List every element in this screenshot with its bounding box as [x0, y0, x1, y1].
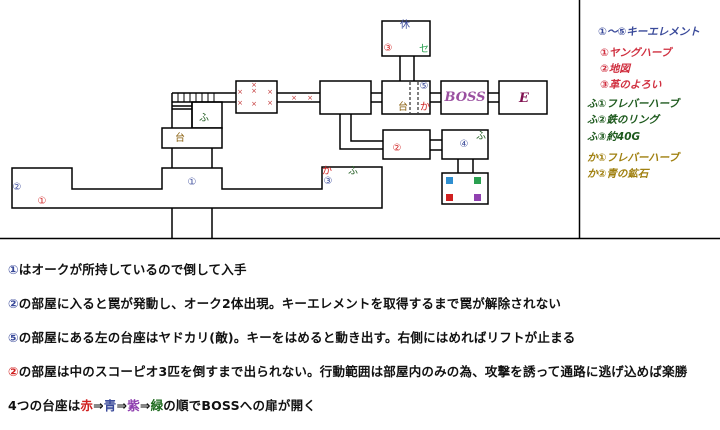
- rest-room: [381, 20, 431, 57]
- note-line: ⑤の部屋にある左の台座はヤドカリ(敵)。キーをはめると動き出す。右側にはめればリ…: [8, 327, 575, 346]
- pedestal-green: [474, 177, 481, 184]
- exit-label: E: [519, 91, 529, 106]
- stairs-icon: [177, 93, 215, 102]
- note-segment: ⇒: [93, 398, 104, 413]
- legend-key-elements: ①～⑤キーエレメント: [598, 26, 700, 38]
- corridor: [171, 148, 213, 168]
- legend-item: ふ①フレバーハーブ: [587, 98, 680, 110]
- corridor: [339, 114, 383, 150]
- legend-item: ふ③約40G: [587, 131, 641, 143]
- key-element-marker: ②: [12, 182, 22, 193]
- legend-item: ふ②鉄のリング: [587, 114, 659, 126]
- trap-mark: ×: [251, 81, 257, 89]
- note-segment: の部屋にある左の台座はヤドカリ(敵)。キーをはめると動き出す。右側にはめればリフ…: [18, 330, 576, 345]
- note-segment: 青: [103, 398, 117, 413]
- corridor: [371, 92, 499, 103]
- note-segment: の順でBOSSへの扉が開く: [163, 398, 316, 413]
- trap-mark: ×: [251, 87, 257, 95]
- trap-room-marker: ②: [392, 143, 402, 154]
- trap-mark: ×: [267, 88, 273, 96]
- boss-label: BOSS: [444, 90, 486, 105]
- lower-hall: [11, 166, 383, 209]
- note-segment: ⇒: [116, 398, 128, 413]
- key-element-marker: ⑤: [419, 81, 429, 92]
- chest-marker: か: [322, 166, 332, 177]
- boss-room: [440, 80, 489, 115]
- bag-marker: ふ: [199, 113, 209, 124]
- key-element-marker: ④: [459, 139, 469, 150]
- item-marker: ①: [37, 196, 47, 207]
- note-segment: の部屋に入ると罠が発動し、オーク2体出現。キーエレメントを取得するまで罠が解除さ…: [18, 296, 562, 311]
- corridor: [277, 92, 320, 103]
- trap-mark: ×: [267, 99, 273, 107]
- bag-marker: ふ: [348, 166, 358, 177]
- trap-mark: ×: [307, 94, 313, 102]
- chest-marker: か: [420, 102, 430, 113]
- bag-marker: ふ: [476, 131, 486, 142]
- trap-room-2: [382, 129, 431, 160]
- pedestal-room: [161, 127, 223, 149]
- note-segment: ①: [8, 262, 19, 277]
- trap-mark: ×: [291, 94, 297, 102]
- save-point-marker[interactable]: セ: [419, 44, 429, 55]
- room-4: [441, 129, 489, 160]
- pedestal-marker: 台: [398, 102, 408, 113]
- key-element-marker: ①: [187, 177, 197, 188]
- note-segment: 赤: [80, 398, 94, 413]
- trap-mark: ×: [237, 99, 243, 107]
- legend-item: か②青の鉱石: [587, 168, 649, 180]
- legend-item: か①フレバーハーブ: [587, 152, 680, 164]
- pedestal-marker: 台: [175, 133, 185, 144]
- note-segment: の部屋は中のスコーピオ3匹を倒すまで出られない。行動範囲は部屋内のみの為、攻撃を…: [18, 364, 688, 379]
- note-segment: 紫: [127, 398, 140, 413]
- key-element-marker: ③: [323, 176, 333, 187]
- legend-item: ③革のよろい: [600, 79, 662, 91]
- trap-mark: ×: [251, 100, 257, 108]
- note-line: ②の部屋は中のスコーピオ3匹を倒すまで出られない。行動範囲は部屋内のみの為、攻撃…: [8, 361, 687, 380]
- legend-item: ②地図: [600, 63, 630, 75]
- rest-point-label: 休: [400, 20, 410, 31]
- note-segment: ②: [8, 364, 19, 379]
- corridor: [171, 208, 213, 238]
- corridor: [430, 139, 474, 173]
- note-segment: ⇒: [139, 398, 151, 413]
- note-line: ②の部屋に入ると罠が発動し、オーク2体出現。キーエレメントを取得するまで罠が解除…: [8, 293, 561, 312]
- lift-room: [381, 80, 431, 115]
- item-marker: ③: [383, 43, 393, 54]
- exit-room: [498, 80, 548, 115]
- pedestal-red: [446, 194, 453, 201]
- pedestal-purple: [474, 194, 481, 201]
- legend-item: ①ヤングハーブ: [600, 47, 672, 59]
- note-line: 4つの台座は赤⇒青⇒紫⇒緑の順でBOSSへの扉が開く: [8, 395, 316, 414]
- note-segment: 4つの台座は: [8, 398, 81, 413]
- trap-room: [235, 80, 278, 114]
- pedestal-chamber: [441, 172, 489, 205]
- note-segment: ⑤: [8, 330, 19, 345]
- hall-room: [319, 80, 372, 115]
- pedestal-blue: [446, 177, 453, 184]
- trap-mark: ×: [237, 88, 243, 96]
- note-line: ①はオークが所持しているので倒して入手: [8, 259, 247, 278]
- note-segment: ②: [8, 296, 19, 311]
- note-segment: はオークが所持しているので倒して入手: [18, 262, 247, 277]
- note-segment: 緑: [150, 398, 164, 413]
